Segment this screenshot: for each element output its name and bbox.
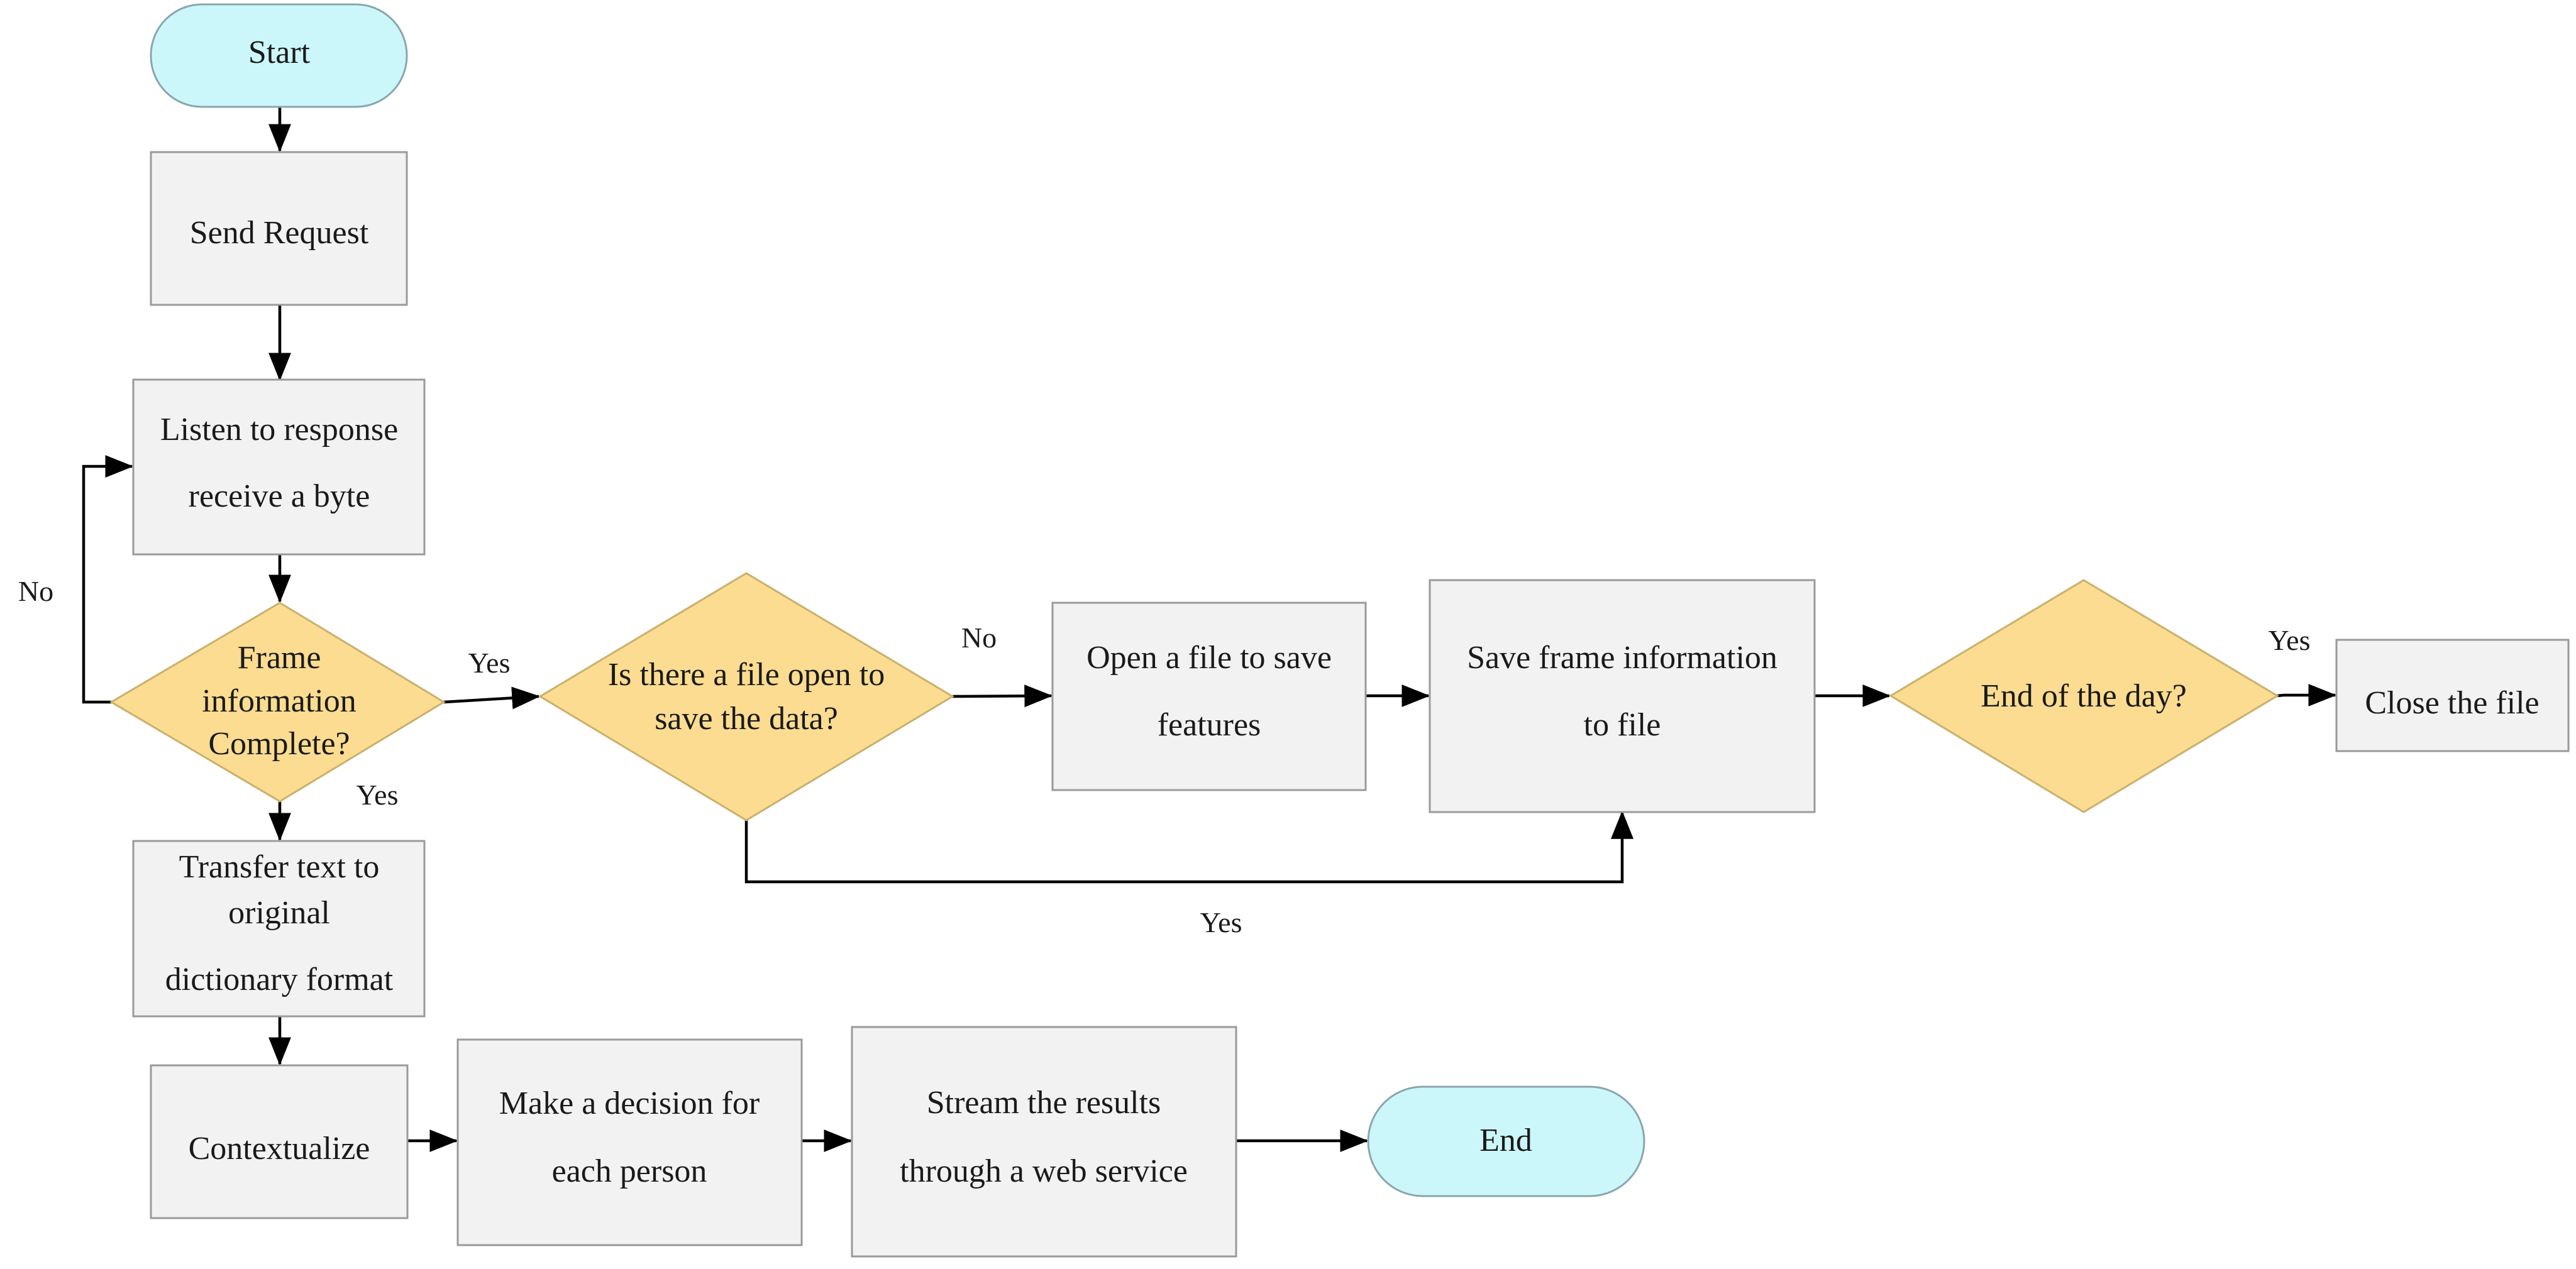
node-file-open-label-line1: Is there a file open to [608, 657, 885, 693]
node-open-file: Open a file to save features [1051, 602, 1367, 791]
label-frame-no: No [18, 575, 53, 607]
edge-frame-complete-yes-to-file-open [443, 686, 541, 710]
node-open-file-label-line1: Open a file to save [1086, 640, 1332, 676]
node-frame-complete-label-line1: Frame [238, 640, 321, 676]
node-listen-label-line1: Listen to response [160, 412, 398, 448]
node-save-frame-label-line1: Save frame information [1467, 640, 1777, 676]
label-frame-yes-down: Yes [357, 779, 399, 811]
edge-labels: No Yes Yes No Yes Yes [18, 575, 2311, 938]
node-contextualize: Contextualize [150, 1064, 409, 1219]
label-end-of-day-yes: Yes [2269, 624, 2311, 656]
node-start: Start [150, 3, 408, 108]
node-stream-results-label-line2: through a web service [900, 1153, 1188, 1189]
node-end-of-day: End of the day? [1889, 579, 2279, 813]
node-end: End [1367, 1085, 1645, 1197]
node-close-file: Close the file [2335, 639, 2570, 752]
node-make-decision-label-line1: Make a decision for [499, 1085, 760, 1121]
node-start-label: Start [248, 35, 311, 70]
node-send-request-label: Send Request [190, 215, 369, 251]
node-send-request: Send Request [150, 151, 408, 306]
edge-file-open-yes-to-save-frame [744, 810, 1633, 884]
node-open-file-label-line2: features [1158, 707, 1261, 743]
node-frame-complete-label-line3: Complete? [208, 726, 350, 762]
label-file-open-yes: Yes [1200, 906, 1242, 938]
node-end-of-day-label: End of the day? [1981, 678, 2187, 714]
node-frame-complete-label-line2: information [202, 683, 357, 719]
node-file-open: Is there a file open to save the data? [538, 572, 954, 821]
edges [82, 107, 2337, 1152]
node-frame-complete: Frame information Complete? [109, 602, 446, 803]
node-transfer-text-label-line3: dictionary format [165, 962, 394, 997]
node-stream-results-label-line1: Stream the results [927, 1085, 1161, 1121]
node-listen-label-line2: receive a byte [189, 478, 370, 514]
node-stream-results: Stream the results through a web service [851, 1026, 1237, 1258]
node-transfer-text-label-line2: original [228, 895, 330, 931]
node-listen: Listen to response receive a byte [132, 378, 426, 556]
node-make-decision-label-line2: each person [552, 1153, 707, 1189]
node-transfer-text: Transfer text to original dictionary for… [132, 840, 426, 1018]
node-make-decision: Make a decision for each person [456, 1038, 803, 1246]
node-close-file-label: Close the file [2365, 685, 2539, 721]
label-frame-yes-right: Yes [468, 647, 511, 679]
node-transfer-text-label-line1: Transfer text to [179, 849, 380, 885]
node-end-label: End [1479, 1123, 1532, 1158]
node-save-frame-label-line2: to file [1584, 707, 1661, 743]
node-contextualize-label: Contextualize [189, 1131, 370, 1167]
edge-frame-complete-no-loop [82, 455, 134, 704]
node-file-open-label-line2: save the data? [655, 701, 838, 737]
node-save-frame: Save frame information to file [1429, 579, 1816, 813]
label-file-open-no: No [961, 622, 997, 654]
edge-end-of-day-yes-to-close-file [2277, 684, 2337, 706]
